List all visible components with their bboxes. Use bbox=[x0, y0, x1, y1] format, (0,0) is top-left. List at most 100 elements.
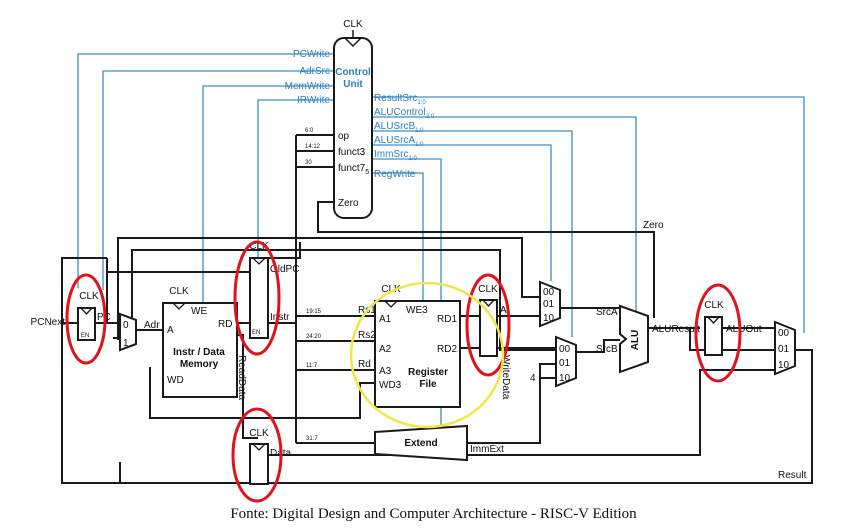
resultsrc-subscript: 1:0 bbox=[417, 100, 426, 106]
alusrcb-subscript: 1:0 bbox=[415, 128, 424, 134]
data-register: CLK Data bbox=[249, 428, 292, 485]
extend-label: Extend bbox=[404, 438, 437, 449]
alucontrol-text: ALUControl bbox=[374, 107, 426, 118]
rd-label: Rd bbox=[358, 359, 371, 370]
a-label: A bbox=[500, 305, 507, 316]
aluout-label: ALUOut bbox=[726, 324, 762, 335]
memory-title-1: Instr / Data bbox=[173, 347, 225, 358]
adr-mux: 0 1 Adr bbox=[119, 312, 160, 352]
funct7-subscript: 5 bbox=[365, 169, 369, 176]
regfile-clk-label: CLK bbox=[381, 284, 401, 295]
alucontrol-subscript: 2:0 bbox=[426, 114, 435, 120]
control-unit-clk-label: CLK bbox=[343, 19, 363, 30]
memory-clk-label: CLK bbox=[169, 286, 189, 297]
zero-label: Zero bbox=[643, 220, 664, 231]
srca-label: SrcA bbox=[596, 307, 618, 318]
instr-register: CLK EN OldPC Instr ReadData bbox=[236, 241, 299, 400]
memory-rd-label: RD bbox=[218, 319, 232, 330]
instr-label: Instr bbox=[270, 312, 290, 323]
srca-mux: 00 01 10 SrcA bbox=[539, 280, 618, 328]
control-unit-title-2: Unit bbox=[343, 79, 363, 90]
figure-caption: Fonte: Digital Design and Computer Archi… bbox=[230, 506, 637, 522]
a-register-highlight bbox=[465, 273, 511, 377]
rs1-bits-label: 19:15 bbox=[306, 309, 322, 315]
op-input-label: op bbox=[338, 131, 350, 142]
control-unit-title-1: Control bbox=[335, 67, 371, 78]
op-bits-label: 6:0 bbox=[305, 128, 314, 134]
funct3-input-label: funct3 bbox=[338, 147, 366, 158]
zero-input-label: Zero bbox=[338, 198, 359, 209]
pc-register-highlight bbox=[65, 273, 107, 365]
result-mux-input-10: 10 bbox=[778, 360, 790, 371]
instr-reg-en-label: EN bbox=[252, 330, 260, 336]
srca-mux-input-00: 00 bbox=[543, 287, 555, 298]
alu-label: ALU bbox=[630, 330, 641, 351]
clock-icon bbox=[344, 37, 362, 48]
alusrca-text: ALUSrcA bbox=[374, 135, 415, 146]
imm-bits-label: 31:7 bbox=[306, 436, 318, 442]
funct7-input-label: funct75 bbox=[338, 163, 369, 176]
control-unit-body bbox=[333, 37, 373, 219]
datapath-wires bbox=[61, 134, 813, 484]
regfile-rd1-label: RD1 bbox=[437, 314, 457, 325]
pcnext-label: PCNext bbox=[31, 317, 66, 328]
instr-register-highlight bbox=[233, 240, 281, 356]
rd-bits-label: 11:7 bbox=[306, 363, 318, 369]
clock-icon bbox=[707, 316, 720, 324]
alu: ALU ALUResult Zero bbox=[619, 220, 700, 374]
aluout-clk-label: CLK bbox=[704, 300, 724, 311]
pc-clk-label: CLK bbox=[79, 291, 99, 302]
resultsrc-text: ResultSrc bbox=[374, 93, 417, 104]
pc-en-label: EN bbox=[81, 333, 89, 339]
memory-wd-label: WD bbox=[167, 375, 184, 386]
memory-a-label: A bbox=[167, 325, 174, 336]
irwrite-signal-label: IRWrite bbox=[297, 95, 330, 106]
control-unit: CLK Control Unit op funct3 funct75 Zero … bbox=[285, 19, 435, 219]
srca-mux-input-01: 01 bbox=[543, 299, 555, 310]
regfile-we3-label: WE3 bbox=[406, 305, 428, 316]
oldpc-label: OldPC bbox=[270, 264, 299, 275]
result-label: Result bbox=[778, 470, 807, 481]
regfile-rd2-label: RD2 bbox=[437, 344, 457, 355]
regfile-a1-label: A1 bbox=[379, 314, 392, 325]
adr-label: Adr bbox=[144, 320, 160, 331]
data-reg-clk-label: CLK bbox=[249, 428, 269, 439]
alusrca-signal-label: ALUSrcA1:0 bbox=[374, 135, 424, 148]
srcb-mux: 00 01 10 SrcB 4 bbox=[530, 335, 618, 388]
instr-data-memory: CLK WE A RD Instr / Data Memory WD bbox=[162, 286, 238, 398]
data-register-highlight bbox=[231, 407, 283, 503]
srcb-mux-input-00: 00 bbox=[559, 344, 571, 355]
regfile-title-1: Register bbox=[408, 367, 448, 378]
writedata-label: WriteData bbox=[500, 355, 511, 400]
clock-icon bbox=[252, 443, 266, 451]
rs2-bits-label: 24:20 bbox=[306, 334, 322, 340]
funct7-text: funct7 bbox=[338, 163, 366, 174]
rs2-label: Rs2 bbox=[358, 330, 376, 341]
srca-mux-input-10: 10 bbox=[543, 313, 555, 324]
pcwrite-signal-label: PCWrite bbox=[293, 49, 330, 60]
aluresult-label: ALUResult bbox=[652, 324, 700, 335]
result-mux-input-01: 01 bbox=[778, 344, 790, 355]
srcb-label: SrcB bbox=[596, 344, 618, 355]
memory-title-2: Memory bbox=[180, 359, 219, 370]
clock-icon bbox=[482, 299, 495, 307]
alucontrol-signal-label: ALUControl2:0 bbox=[374, 107, 435, 120]
bit-field-labels: 6:0 14:12 30 19:15 24:20 11:7 31:7 bbox=[305, 128, 322, 442]
result-mux: 00 01 10 Result bbox=[774, 320, 807, 481]
immsrc-subscript: 1:0 bbox=[408, 156, 417, 162]
a-writedata-register: CLK A WriteData bbox=[478, 284, 511, 400]
adr-mux-input-1: 1 bbox=[123, 338, 129, 349]
a-reg-clk-label: CLK bbox=[478, 284, 498, 295]
alusrcb-signal-label: ALUSrcB1:0 bbox=[374, 121, 424, 134]
srcb-mux-input-10: 10 bbox=[559, 373, 571, 384]
clock-icon bbox=[384, 300, 398, 308]
instr-reg-clk-label: CLK bbox=[249, 241, 269, 252]
memory-we-label: WE bbox=[191, 306, 207, 317]
clock-icon bbox=[252, 257, 266, 265]
register-file: CLK WE3 A1 RD1 A2 RD2 A3 Register File W… bbox=[358, 284, 461, 408]
extend-unit: Extend ImmExt bbox=[374, 424, 504, 462]
result-mux-input-00: 00 bbox=[778, 328, 790, 339]
funct7-bits-label: 30 bbox=[305, 160, 312, 166]
aluout-register: CLK ALUOut bbox=[704, 300, 762, 356]
resultsrc-signal-label: ResultSrc1:0 bbox=[374, 93, 426, 106]
